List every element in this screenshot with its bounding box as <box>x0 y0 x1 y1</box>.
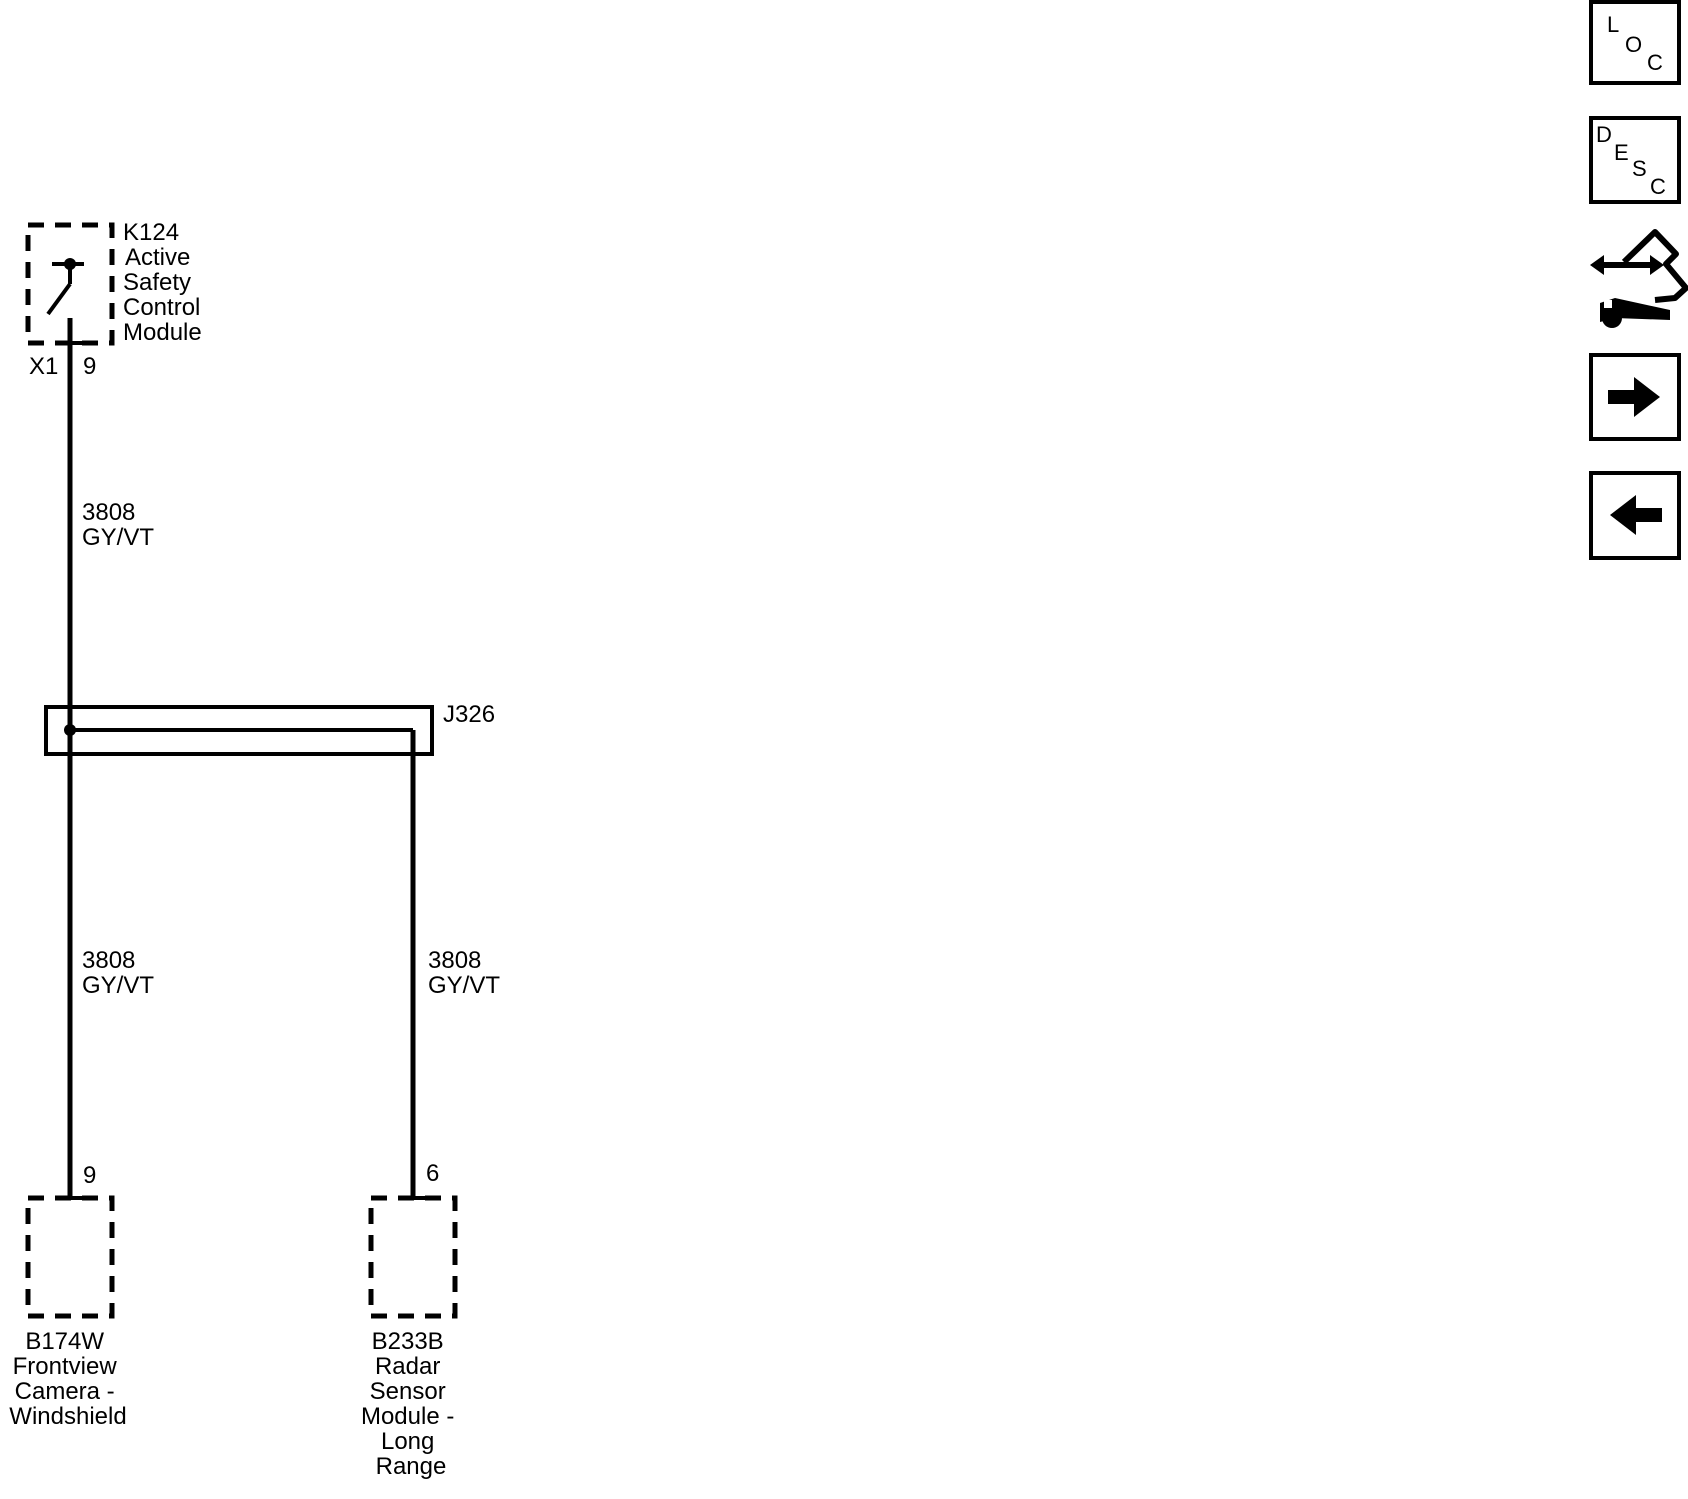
desc-letter-e: E <box>1614 140 1629 165</box>
b174w-component[interactable] <box>25 1195 115 1319</box>
b174w-pin: 9 <box>83 1162 96 1189</box>
splice-j326[interactable] <box>44 705 434 756</box>
wire-1-label: 3808 GY/VT <box>82 499 154 551</box>
k124-label: K124 Active Safety Control Module <box>123 219 207 346</box>
b233b-label: B233B Radar Sensor Module - Long Range <box>361 1328 461 1480</box>
previous-arrow-icon[interactable] <box>1589 471 1681 560</box>
desc-button[interactable]: D E S C <box>1589 116 1681 204</box>
b174w-label: B174W Frontview Camera - Windshield <box>9 1328 126 1430</box>
desc-letter-c: C <box>1650 174 1666 199</box>
wire-3-label: 3808 GY/VT <box>428 947 500 999</box>
desc-letter-d: D <box>1596 122 1612 147</box>
b233b-pin: 6 <box>426 1160 439 1187</box>
loc-letter-o: O <box>1625 32 1642 57</box>
loc-letter-l: L <box>1607 12 1619 37</box>
connector-x1-pin: 9 <box>83 353 96 380</box>
loc-button[interactable]: L O C <box>1589 0 1681 85</box>
harness-routing-icon[interactable] <box>1590 229 1688 328</box>
loc-letter-c: C <box>1647 50 1663 75</box>
desc-letter-s: S <box>1632 156 1647 181</box>
splice-j326-label: J326 <box>443 701 495 728</box>
connector-x1-label: X1 <box>29 353 58 380</box>
b233b-component[interactable] <box>368 1195 458 1319</box>
next-arrow-icon[interactable] <box>1589 353 1681 441</box>
wire-2-label: 3808 GY/VT <box>82 947 154 999</box>
